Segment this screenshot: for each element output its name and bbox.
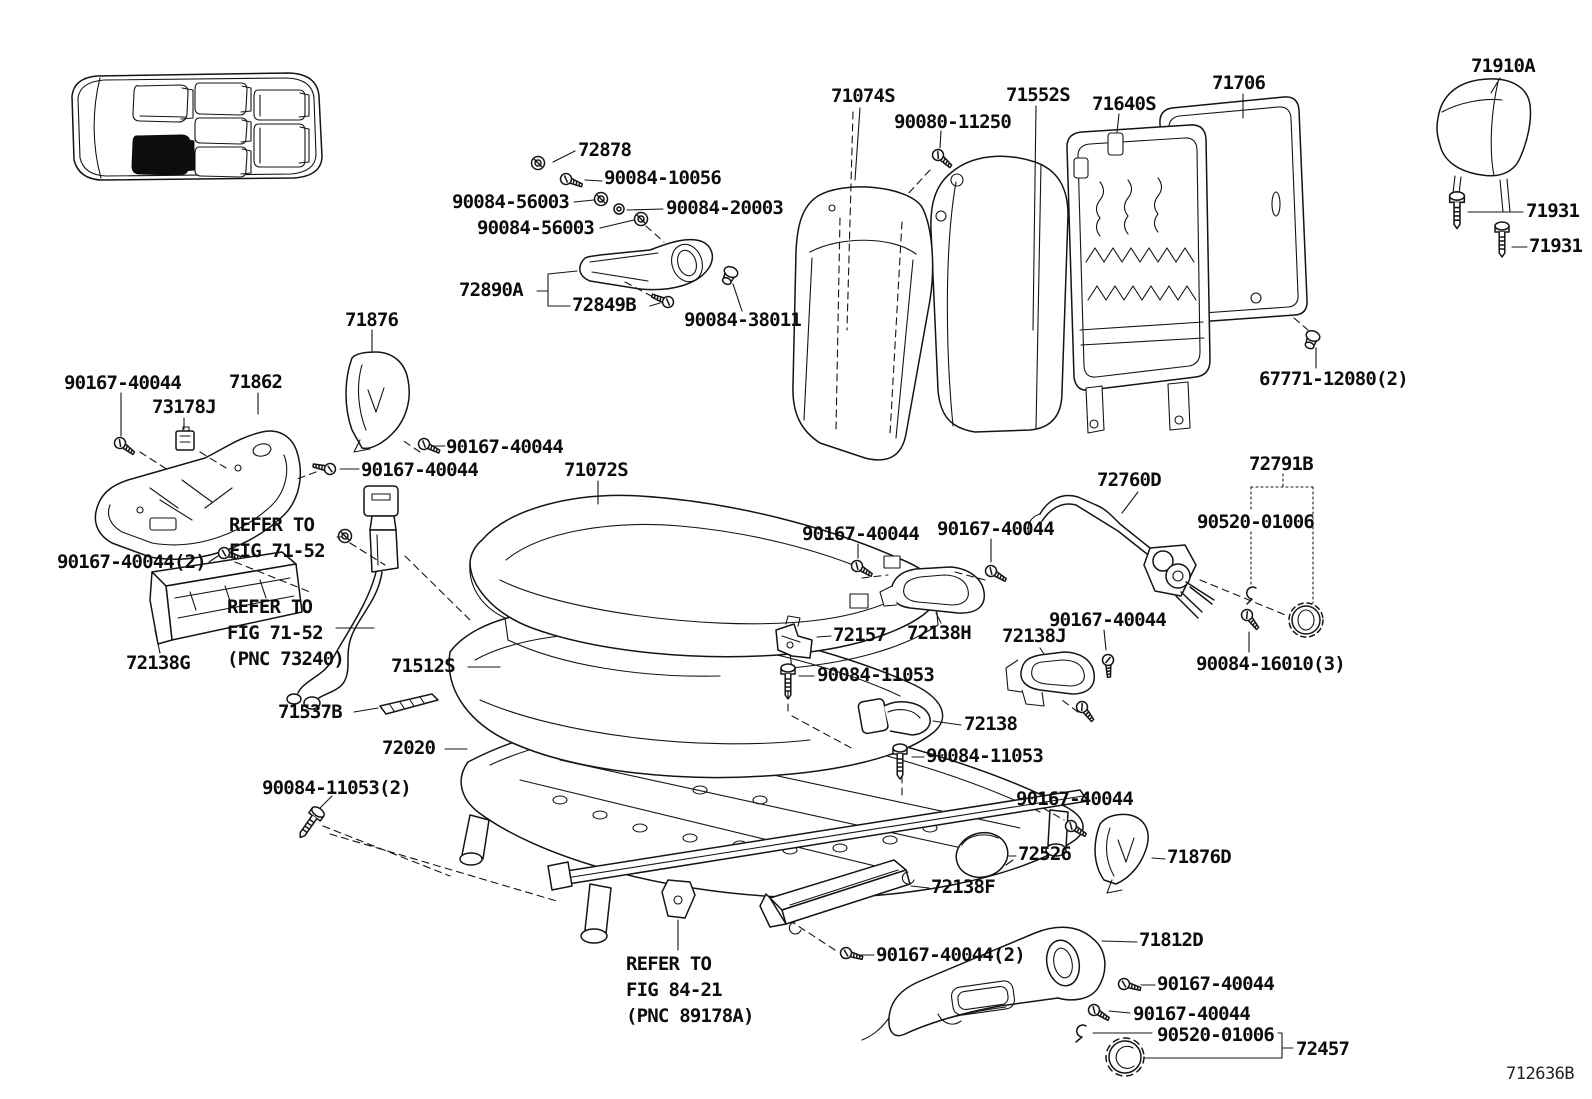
part-label-30-90084-11053(2): 90084-11053(2) [262,777,412,799]
part-label-37-72157: 72157 [833,624,887,646]
part-label-36-90167-40044: 90167-40044 [1049,609,1167,631]
part-label-45-72526: 72526 [1018,843,1072,865]
part-label-4-90084-20003: 90084-20003 [666,197,784,219]
part-label-26-72138g: 72138G [126,652,191,674]
part-label-46-71876d: 71876D [1167,846,1232,868]
part-label-48-90167-40044(2): 90167-40044(2) [876,944,1026,966]
bracket-72157 [775,615,813,659]
part-label-47-72138f: 72138F [931,876,996,898]
side-shield-71862 [94,430,302,560]
part-label-51-90167-40044: 90167-40044 [1133,1003,1251,1025]
part-label-39-72138j: 72138J [1002,625,1067,647]
construction-lines [139,111,1289,951]
knurled-ring-72791b [1288,602,1324,638]
snap-hook-72791b [1246,586,1257,605]
armrest-base-72138h [879,566,986,614]
shield-71876 [345,351,410,453]
side-shield-71812d [861,926,1106,1041]
part-label-16-71931: 71931 [1526,200,1580,222]
part-label-10-71074s: 71074S [831,85,896,107]
part-label-8-90084-38011: 90084-38011 [684,309,802,331]
seat-back-cover-outer [792,186,934,461]
knob-72457 [1105,1037,1145,1077]
part-label-1-72878: 72878 [578,139,632,161]
part-label-2-90084-10056: 90084-10056 [604,167,722,189]
part-label-9-71876: 71876 [345,309,399,331]
part-label-3-90084-56003: 90084-56003 [452,191,570,213]
seat-cushion-cover [469,494,940,677]
rail-cover-72138g [149,551,303,645]
part-label-21-73178j: 73178J [152,396,217,418]
strip-71537b [379,693,439,715]
part-label-5-90084-56003: 90084-56003 [477,217,595,239]
part-label-18-67771-12080(2): 67771-12080(2) [1259,368,1409,390]
armrest-base-72138j [1005,651,1096,707]
part-label-25-90167-40044(2): 90167-40044(2) [57,551,207,573]
recline-cable-72760d [1027,494,1215,619]
vehicle-top-view-inset [71,72,323,181]
part-label-15-71910a: 71910A [1471,55,1536,77]
part-label-28-71537b: 71537B [278,701,343,723]
hook-90520-01006 [1075,1024,1087,1043]
part-label-13-71640s: 71640S [1092,93,1157,115]
part-label-49-71812d: 71812D [1139,929,1204,951]
part-label-23-90167-40044: 90167-40044 [361,459,479,481]
part-label-20-71862: 71862 [229,371,283,393]
seat-back-cover-inner [930,155,1069,433]
part-label-52-90520-01006: 90520-01006 [1157,1024,1275,1046]
armrest-assy [579,238,714,291]
part-label-53-72457: 72457 [1296,1038,1350,1060]
seat-belt-buckle [286,485,399,710]
part-label-7-72849b: 72849B [572,294,637,316]
part-label-32-72791b: 72791B [1249,453,1314,475]
part-label-31-72760d: 72760D [1097,469,1162,491]
figure-number: 712636B [1506,1064,1575,1084]
part-label-40-90084-11053: 90084-11053 [817,664,935,686]
rail-72138f [759,859,915,935]
part-label-27-71512s: 71512S [391,655,456,677]
part-label-43-90084-16010(3): 90084-16010(3) [1196,653,1346,675]
clip-73178j [175,426,195,451]
part-label-17-71931: 71931 [1529,235,1583,257]
part-label-19-90167-40044: 90167-40044 [64,372,182,394]
part-label-33-90520-01006: 90520-01006 [1197,511,1315,533]
part-label-44-90167-40044: 90167-40044 [1016,788,1134,810]
part-label-29-72020: 72020 [382,737,436,759]
cap-72526 [955,831,1014,879]
part-label-34-90167-40044: 90167-40044 [802,523,920,545]
part-label-22-90167-40044: 90167-40044 [446,436,564,458]
part-label-11-90080-11250: 90080-11250 [894,111,1012,133]
seat-back-frame [1066,124,1211,434]
headrest [1436,78,1532,213]
bracket-72138 [857,698,931,736]
part-label-12-71552s: 71552S [1006,84,1071,106]
shield-71876d [1094,813,1149,894]
part-label-38-72138h: 72138H [907,622,972,644]
part-label-24-71072s: 71072S [564,459,629,481]
part-label-35-90167-40044: 90167-40044 [937,518,1055,540]
bracket-72791b [1250,473,1314,604]
leader-lines [120,77,1528,1059]
part-label-41-72138: 72138 [964,713,1018,735]
part-label-50-90167-40044: 90167-40044 [1157,973,1275,995]
part-label-6-72890a: 72890A [459,279,524,301]
part-label-14-71706: 71706 [1212,72,1266,94]
part-label-42-90084-11053: 90084-11053 [926,745,1044,767]
